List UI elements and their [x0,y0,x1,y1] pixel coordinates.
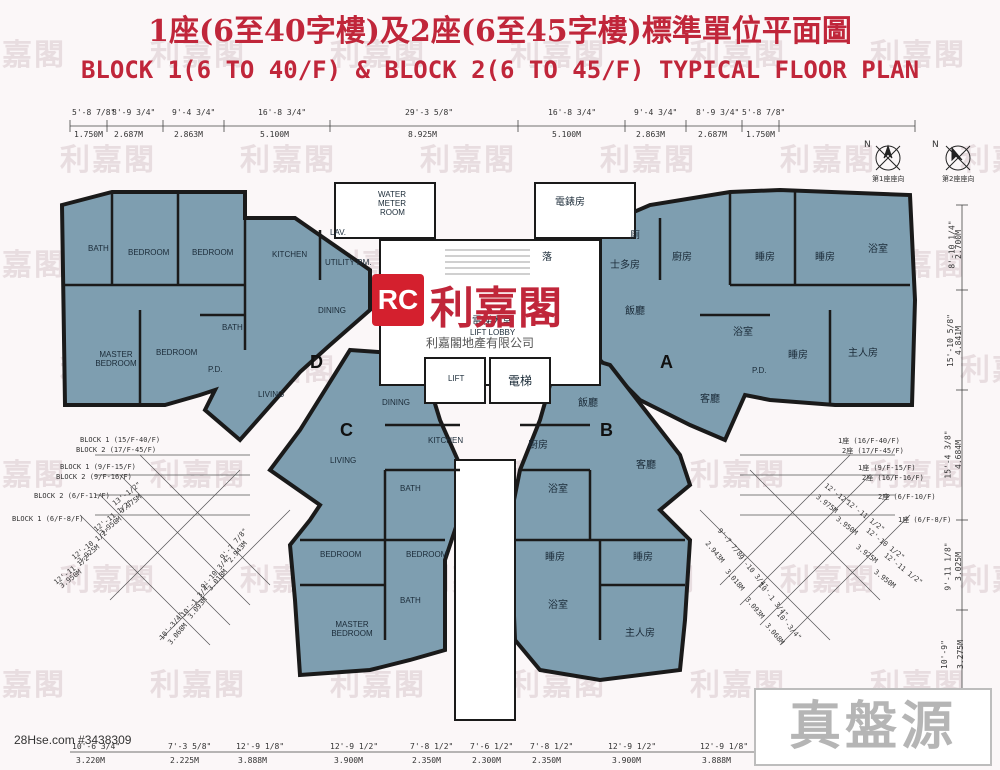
unit-a-label: A [660,352,673,372]
lift-shaft-1 [424,357,486,404]
compass-block1 [875,144,901,171]
unit-c-area [267,347,462,678]
watermark-text: 利嘉閣 [870,458,966,493]
lift-label-zh: 電梯 [508,374,533,388]
watermark-text: 利嘉閣 [780,563,876,598]
internal-walls [65,192,910,640]
unit-b-label: B [600,420,613,440]
water-meter-label-2: METER [378,199,406,208]
watermark-text: 利嘉閣 [960,563,1000,598]
compass-n-1: N [864,140,871,150]
compass-block1-label: 第1座座向 [872,175,905,183]
watermark-text: 利嘉閣 [960,353,1000,388]
watermark-text: 利嘉閣 [0,248,66,283]
watermark-text: 利嘉閣 [150,668,246,703]
watermark-text: 利嘉閣 [0,458,66,493]
unit-d-label: D [310,352,323,372]
unit-b-area [507,347,693,683]
brand-name: 利嘉閣 [430,283,562,334]
watermark-text: 利嘉閣 [780,143,876,178]
rc-logo-icon: RC [372,274,424,326]
watermark-text: 利嘉閣 [690,458,786,493]
lift-lobby-zh: 電梯大堂 [472,316,512,327]
electric-room [534,182,636,239]
water-meter-room [334,182,436,239]
lift-label-en: LIFT [448,374,465,383]
lift-lobby-en: LIFT LOBBY [470,328,516,337]
verified-listing-stamp: 真盤源 [754,688,992,766]
watermark-text: 利嘉閣 [60,563,156,598]
watermark-text: 利嘉閣 [870,38,966,73]
compass-n-2: N [932,140,939,150]
unit-c-label: C [340,420,353,440]
watermark-text: 利嘉閣 [690,38,786,73]
watermark-text: 利嘉閣 [60,143,156,178]
lobby-corridor [454,459,516,721]
elec-room-label: 電錶房 [555,197,585,208]
brand-subtitle: 利嘉閣地產有限公司 [426,336,535,350]
water-meter-label-3: ROOM [380,208,405,217]
watermark-text: 利嘉閣 [0,38,66,73]
dimension-ticks [69,120,968,701]
compass-block2-label: 第2座座向 [942,175,975,183]
watermark-text: 利嘉閣 [150,38,246,73]
water-meter-label-1: WATER [378,190,406,199]
compass-block2 [945,145,971,171]
brand-logo: RC 利嘉閣 [372,270,612,334]
page-title-zh: 1座(6至40字樓)及2座(6至45字樓)標準單位平面圖 [148,14,852,49]
site-reference: 28Hse.com #3438309 [14,733,132,747]
watermark-text: 利嘉閣 [600,143,696,178]
stair-treads [445,249,530,275]
watermark-text: 利嘉閣 [510,38,606,73]
lift-shaft-2 [489,357,551,404]
watermark-text: 利嘉閣 [240,143,336,178]
stair-label: 落 [542,252,552,263]
watermark-text: 利嘉閣 [420,143,516,178]
watermark-text: 利嘉閣 [150,458,246,493]
right-diagonal-dimensions [699,454,911,646]
watermark-text: 利嘉閣 [330,668,426,703]
page-title-en: BLOCK 1(6 TO 40/F) & BLOCK 2(6 TO 45/F) … [80,56,920,84]
watermark-text: 利嘉閣 [0,668,66,703]
left-diagonal-dimensions [79,454,291,646]
watermark-text: 利嘉閣 [330,38,426,73]
